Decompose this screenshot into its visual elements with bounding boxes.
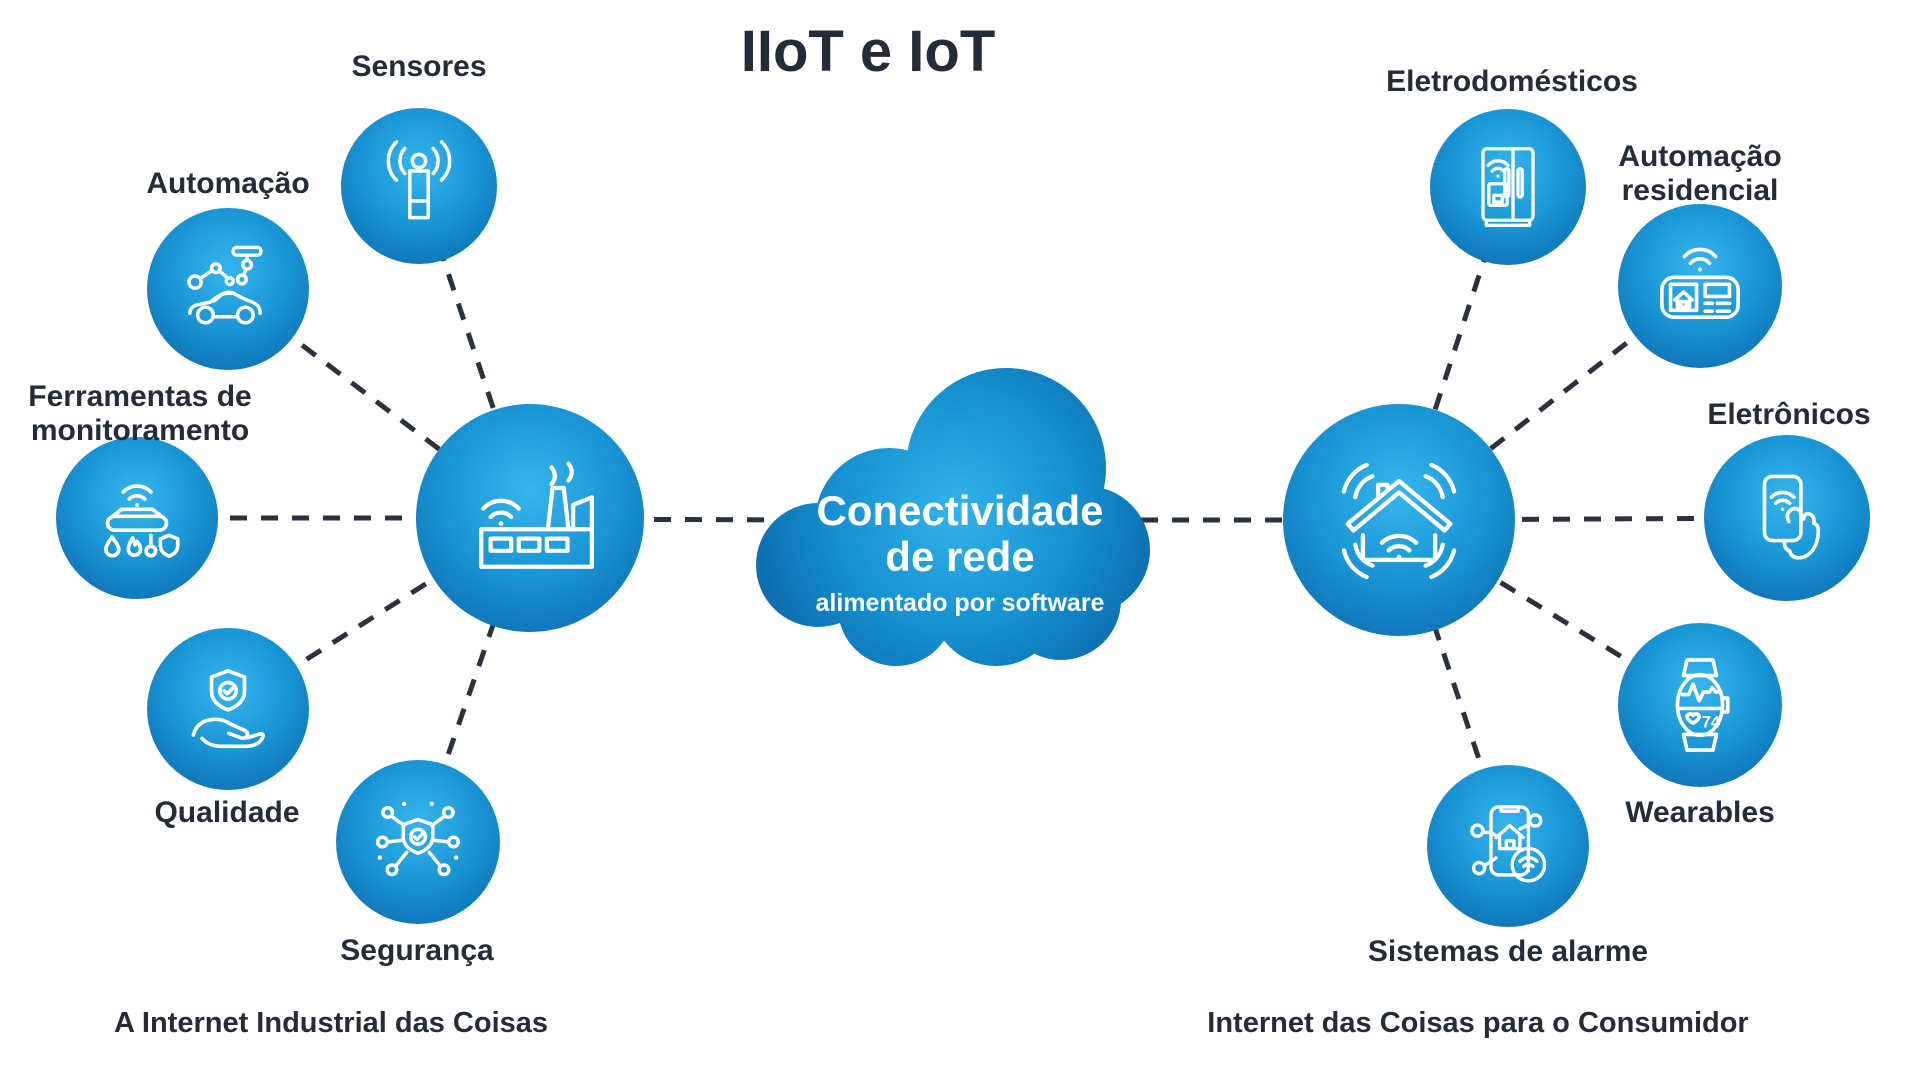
- label-ferramentas: Ferramentas de monitoramento: [28, 380, 252, 447]
- smart-panel-icon: [1660, 247, 1740, 320]
- cloud-icon: [756, 368, 1150, 666]
- cloud-line1: Conectividade: [816, 487, 1104, 534]
- node-automacao-residencial: [1618, 204, 1782, 368]
- node-iiot-hub: [416, 404, 644, 632]
- label-eletronicos: Eletrônicos: [1707, 398, 1871, 431]
- label-seguranca: Segurança: [340, 934, 494, 967]
- smartwatch-icon: 74: [1675, 658, 1730, 752]
- shield-hand-icon: [191, 669, 265, 749]
- node-eletrodomesticos: [1430, 109, 1586, 265]
- node-alarme: [1427, 765, 1589, 927]
- cloud-shape: [756, 360, 1160, 672]
- caption-iot: Internet das Coisas para o Consumidor: [1207, 1007, 1749, 1039]
- label-wearables: Wearables: [1625, 796, 1775, 829]
- smart-home-icon: [1341, 462, 1457, 580]
- label-automacao: Automação: [146, 167, 310, 200]
- alarm-system-icon: [1470, 805, 1547, 883]
- caption-iiot: A Internet Industrial das Coisas: [113, 1007, 549, 1039]
- robot-arm-car-icon: [187, 245, 263, 325]
- node-iot-hub: [1283, 404, 1515, 636]
- cloud-line2: de rede: [885, 533, 1035, 581]
- phone-hand-icon: [1762, 474, 1821, 560]
- shield-network-icon: [375, 801, 461, 877]
- label-sensores: Sensores: [351, 50, 487, 83]
- node-qualidade: [147, 628, 309, 790]
- smart-fridge-icon: [1481, 147, 1535, 227]
- factory-icon: [479, 461, 594, 569]
- node-seguranca: [336, 760, 500, 924]
- label-eletrodomesticos: Eletrodomésticos: [1386, 65, 1638, 98]
- node-eletronicos: [1704, 435, 1870, 601]
- label-automacao-residencial: Automação residencial: [1618, 140, 1782, 207]
- heart-rate-value: 74: [1702, 714, 1721, 732]
- node-ferramentas: [56, 437, 218, 599]
- node-wearables: 74: [1618, 623, 1782, 787]
- cloud-line3: alimentado por software: [815, 589, 1105, 618]
- label-alarme: Sistemas de alarme: [1367, 935, 1649, 968]
- cloud-text: Conectividade de rede alimentado por sof…: [760, 487, 1160, 618]
- node-automacao: [147, 208, 309, 370]
- label-qualidade: Qualidade: [154, 796, 300, 829]
- page-title: IIoT e IoT: [740, 19, 996, 84]
- antenna-icon: [386, 140, 452, 220]
- node-sensores: [341, 108, 497, 264]
- environment-monitor-icon: [103, 484, 180, 558]
